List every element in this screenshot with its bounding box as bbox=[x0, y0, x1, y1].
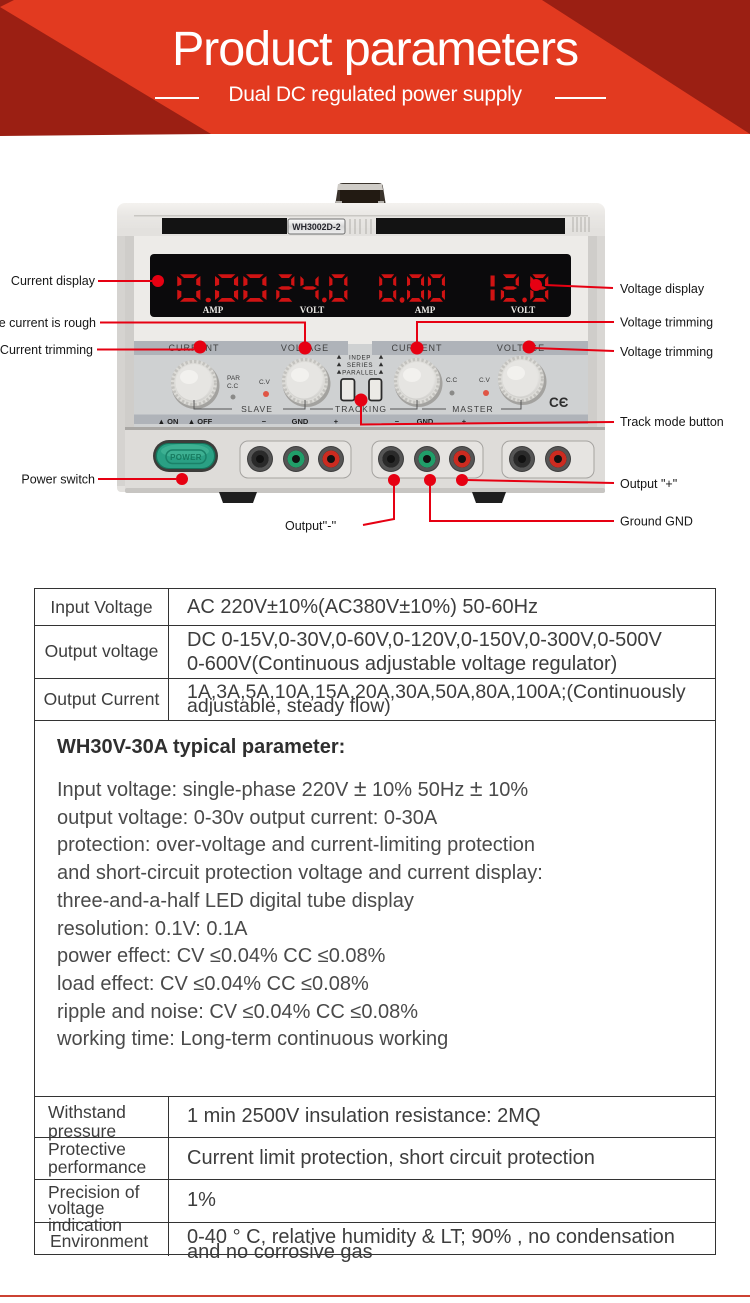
svg-text:AMP: AMP bbox=[415, 305, 436, 315]
svg-text:SERIES: SERIES bbox=[347, 362, 373, 369]
svg-text:Current trimming: Current trimming bbox=[0, 343, 93, 357]
svg-text:VOLT: VOLT bbox=[300, 305, 325, 315]
svg-text:▲ OFF: ▲ OFF bbox=[188, 417, 213, 426]
svg-text:Track mode button: Track mode button bbox=[620, 415, 724, 429]
svg-text:CURRENT: CURRENT bbox=[169, 343, 220, 353]
svg-text:Power switch: Power switch bbox=[21, 473, 95, 487]
svg-text:GND: GND bbox=[417, 417, 434, 426]
svg-text:Output "+": Output "+" bbox=[620, 477, 677, 491]
svg-text:CЄ: CЄ bbox=[549, 395, 569, 410]
svg-text:Voltage display: Voltage display bbox=[620, 282, 705, 296]
svg-text:PARALLEL: PARALLEL bbox=[342, 370, 378, 377]
svg-text:▲ ON: ▲ ON bbox=[158, 417, 179, 426]
svg-text:+: + bbox=[334, 417, 339, 426]
svg-text:−: − bbox=[395, 417, 400, 426]
svg-text:MASTER: MASTER bbox=[452, 404, 493, 414]
svg-text:+: + bbox=[462, 417, 467, 426]
svg-text:C.C: C.C bbox=[227, 383, 239, 390]
svg-text:Voltage trimming: Voltage trimming bbox=[620, 345, 713, 359]
svg-text:VOLTAGE: VOLTAGE bbox=[497, 343, 545, 353]
svg-text:C.V: C.V bbox=[259, 379, 271, 386]
svg-text:C.V: C.V bbox=[479, 377, 491, 384]
svg-text:VOLT: VOLT bbox=[511, 305, 536, 315]
svg-text:PAR: PAR bbox=[227, 375, 240, 382]
svg-text:WH3002D-2: WH3002D-2 bbox=[292, 222, 341, 232]
svg-text:AMP: AMP bbox=[203, 305, 224, 315]
svg-text:INDEP: INDEP bbox=[349, 355, 371, 362]
svg-text:Output''-'': Output''-'' bbox=[285, 519, 336, 533]
svg-text:Current display: Current display bbox=[11, 274, 96, 288]
svg-text:−: − bbox=[262, 417, 267, 426]
svg-text:SLAVE: SLAVE bbox=[241, 404, 273, 414]
svg-text:Ground GND: Ground GND bbox=[620, 515, 693, 529]
svg-text:The current is rough: The current is rough bbox=[0, 316, 96, 330]
svg-text:Voltage trimming: Voltage trimming bbox=[620, 316, 713, 330]
svg-text:GND: GND bbox=[292, 417, 309, 426]
svg-text:C.C: C.C bbox=[446, 377, 458, 384]
svg-text:POWER: POWER bbox=[170, 453, 202, 462]
